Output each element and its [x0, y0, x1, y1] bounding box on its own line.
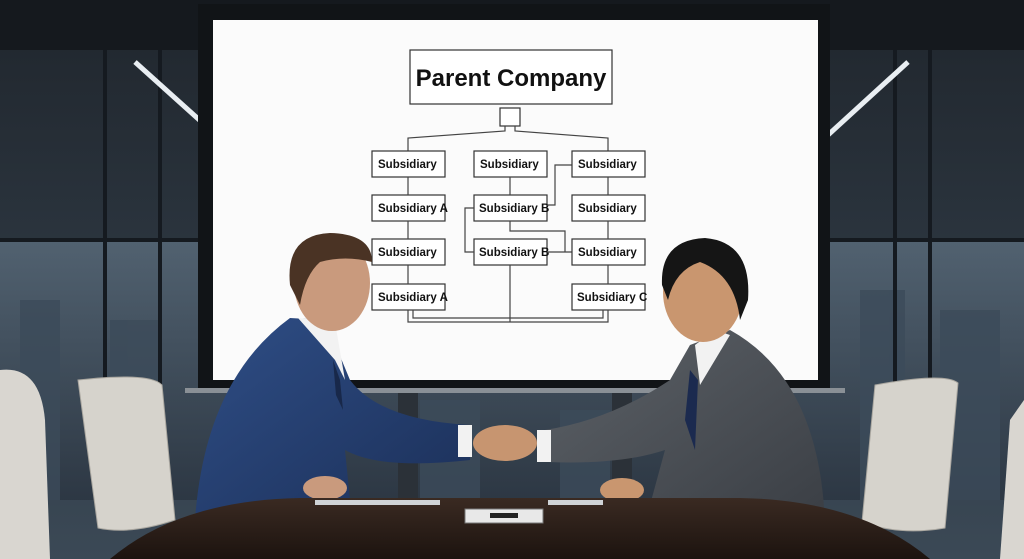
businessman-left — [195, 233, 472, 520]
subsidiary-box-c2-r2: Subsidiary B — [479, 203, 549, 215]
subsidiary-box-c3-r1: Subsidiary — [578, 159, 637, 171]
subsidiary-box-c2-r3: Subsidiary B — [479, 247, 549, 259]
chair-left — [77, 376, 176, 531]
subsidiary-box-c2-r1: Subsidiary — [480, 159, 539, 171]
handshake — [473, 425, 537, 461]
ceiling-light-right — [826, 60, 910, 137]
connector-node — [499, 107, 521, 127]
subsidiary-box-c1-r2: Subsidiary A — [378, 203, 448, 215]
parent-company-label: Parent Company — [416, 65, 607, 92]
chair-far-left — [0, 369, 50, 559]
conference-table — [110, 498, 930, 559]
subsidiary-box-c1-r3: Subsidiary — [378, 247, 437, 259]
ceiling-light-left — [133, 60, 207, 127]
connector-slot — [490, 513, 518, 518]
tablet-left — [315, 500, 440, 505]
org-chart-diagram: Parent Company Subsidiary Subsidiary A S… — [371, 49, 647, 323]
subsidiary-box-c3-r2: Subsidiary — [578, 203, 637, 215]
subsidiary-box-c1-r4: Subsidiary A — [378, 292, 448, 304]
parent-company-box — [409, 49, 613, 105]
subsidiary-box-c1-r1: Subsidiary — [378, 159, 437, 171]
chair-right — [861, 377, 959, 532]
chair-far-right — [1000, 400, 1024, 559]
businessman-right — [537, 238, 825, 525]
screen-bar — [185, 388, 845, 393]
subsidiary-box-c3-r4: Subsidiary C — [577, 292, 647, 304]
tablet-right — [548, 500, 603, 505]
subsidiary-box-c3-r3: Subsidiary — [578, 247, 637, 259]
